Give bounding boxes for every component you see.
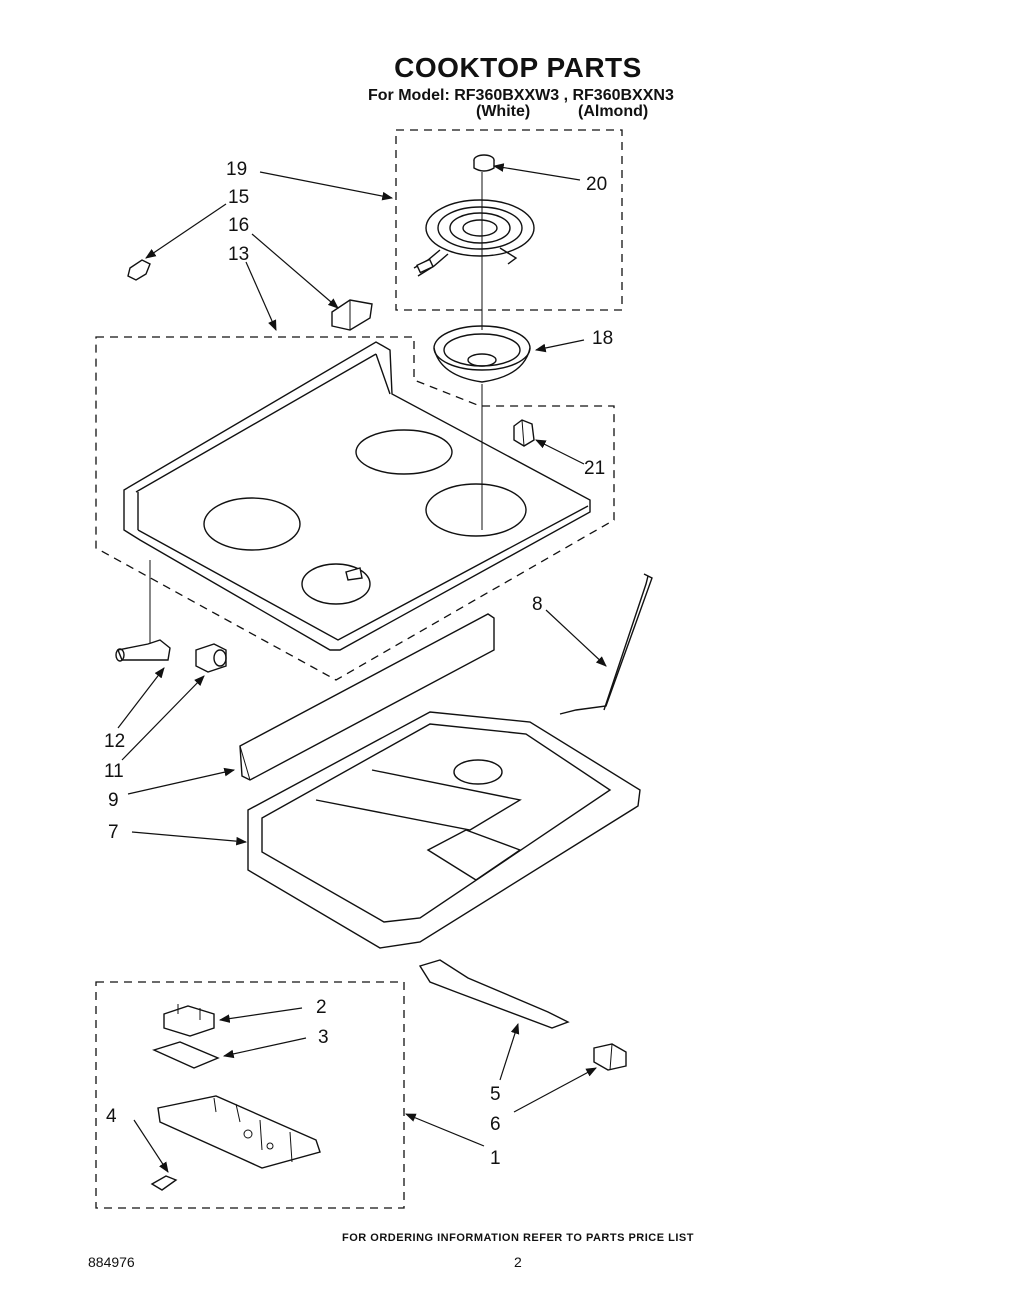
part-12-connector <box>115 560 171 662</box>
surface-unit-group-box <box>395 129 623 311</box>
part-2-switch <box>163 1004 215 1037</box>
part-11-sleeve <box>195 643 227 673</box>
part-19-surface-element <box>413 199 535 277</box>
part-4-tab <box>150 1175 178 1191</box>
part-18-drip-bowl <box>433 325 531 383</box>
part-21-bracket <box>513 419 535 447</box>
part-7-burner-box <box>247 711 641 949</box>
callout-19: 19 <box>226 159 247 180</box>
callout-16: 16 <box>228 215 249 236</box>
callout-11: 11 <box>104 761 124 782</box>
part-6-block <box>593 1043 627 1071</box>
part-20-cap <box>473 154 495 172</box>
callout-18: 18 <box>592 328 613 349</box>
control-group-box <box>95 981 405 1209</box>
callout-8: 9 <box>108 790 119 811</box>
page-number: 2 <box>514 1254 522 1270</box>
callout-4: 4 <box>106 1106 117 1127</box>
ordering-note: FOR ORDERING INFORMATION REFER TO PARTS … <box>342 1232 694 1244</box>
page-title: COOKTOP PARTS <box>394 52 642 83</box>
callout-2: 2 <box>316 997 327 1018</box>
part-5-strap <box>418 959 570 1029</box>
part-15-clip <box>127 259 151 281</box>
variant-white: (White) <box>476 103 531 120</box>
cooktop-group-box <box>95 336 615 681</box>
callout-6: 6 <box>490 1114 501 1135</box>
callout-7: 7 <box>108 822 119 843</box>
part-1-control-bracket <box>157 1095 321 1169</box>
doc-number: 884976 <box>88 1254 135 1270</box>
callout-5: 5 <box>490 1084 501 1105</box>
part-9-rod <box>559 573 653 715</box>
callout-1: 1 <box>490 1148 501 1169</box>
callout-21: 21 <box>584 458 605 479</box>
callout-13: 13 <box>228 244 249 265</box>
model-line: For Model: RF360BXXW3 , RF360BXXN3 <box>368 87 674 104</box>
callout-9: 8 <box>532 594 543 615</box>
callout-3: 3 <box>318 1027 329 1048</box>
callout-20: 20 <box>586 174 607 195</box>
part-3-insulator <box>152 1041 220 1069</box>
part-13-cooktop <box>123 341 591 651</box>
callout-12: 12 <box>104 731 125 752</box>
part-8-panel-strip <box>239 613 495 781</box>
variant-almond: (Almond) <box>578 103 649 120</box>
callout-15: 15 <box>228 187 249 208</box>
part-16-terminal-block <box>331 299 373 331</box>
